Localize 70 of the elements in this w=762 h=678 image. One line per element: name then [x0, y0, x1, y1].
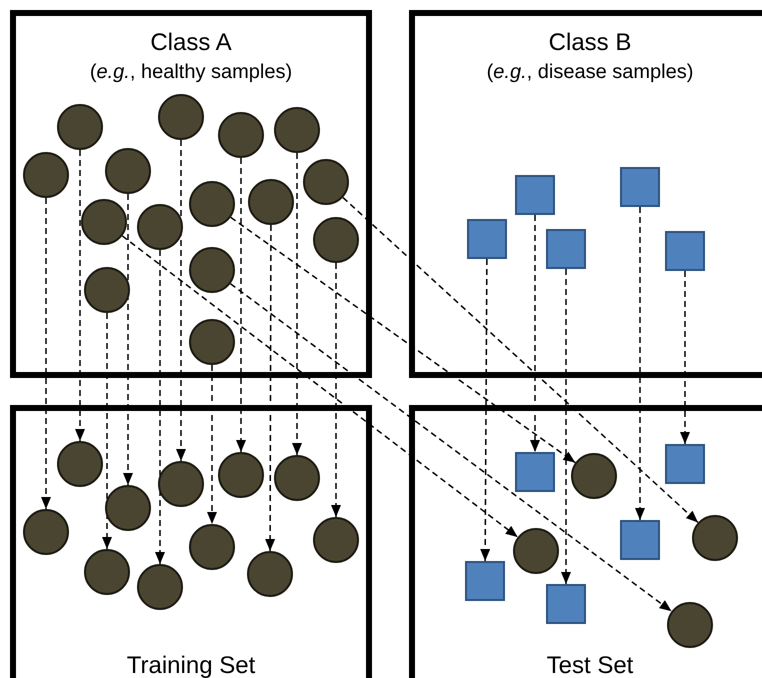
group-panel: [409, 10, 762, 378]
dashed-arrow: [680, 271, 690, 444]
sample-circle: [57, 441, 103, 487]
panel-title: Class B: [548, 28, 632, 58]
group-panel: [10, 405, 372, 678]
sample-square: [620, 167, 660, 207]
panel-title: Class A: [150, 28, 232, 58]
sample-circle: [189, 181, 235, 227]
sample-circle: [248, 179, 294, 225]
dashed-arrow: [480, 259, 490, 561]
sample-circle: [84, 267, 130, 313]
dashed-arrow: [102, 313, 112, 549]
dashed-arrow: [155, 250, 165, 564]
sample-circle: [274, 455, 320, 501]
sample-circle: [23, 509, 69, 555]
dashed-arrow: [331, 263, 341, 517]
group-panel: [10, 10, 372, 378]
sample-circle: [137, 564, 183, 610]
dashed-arrow: [75, 150, 85, 441]
sample-square: [467, 219, 507, 259]
dashed-arrow: [230, 216, 576, 464]
sample-circle: [274, 107, 320, 153]
sample-circle: [81, 199, 127, 245]
sample-circle: [692, 515, 738, 561]
sample-square: [620, 520, 660, 560]
sample-square: [546, 229, 586, 269]
dashed-arrow: [207, 365, 217, 524]
sample-square: [515, 452, 555, 492]
dashed-arrow: [292, 153, 302, 455]
dashed-arrow: [236, 158, 246, 452]
dashed-arrow: [176, 140, 186, 461]
sample-circle: [218, 112, 264, 158]
panel-title: Test Set: [546, 651, 634, 678]
sample-circle: [571, 453, 617, 499]
dashed-arrow: [561, 269, 571, 584]
panel-subtitle: (e.g., healthy samples): [90, 60, 292, 85]
panel-title: Training Set: [126, 651, 256, 678]
sample-circle: [313, 217, 359, 263]
sample-circle: [513, 528, 559, 574]
sample-circle: [313, 517, 359, 563]
dashed-arrow: [530, 215, 540, 452]
dashed-arrow: [635, 207, 645, 520]
sample-square: [515, 175, 555, 215]
sample-circle: [23, 152, 69, 198]
group-panel: [409, 405, 762, 678]
sample-square: [546, 584, 586, 624]
dashed-arrow: [41, 198, 51, 509]
sample-circle: [218, 452, 264, 498]
sample-circle: [105, 485, 151, 531]
sample-circle: [667, 602, 713, 648]
sample-circle: [189, 247, 235, 293]
sample-circle: [57, 104, 103, 150]
panel-subtitle: (e.g., disease samples): [486, 60, 694, 85]
dashed-arrow: [265, 225, 276, 551]
sample-square: [665, 231, 705, 271]
sample-circle: [158, 461, 204, 507]
dashed-arrow: [230, 283, 672, 612]
dashed-arrow: [342, 196, 699, 524]
sample-square: [665, 444, 705, 484]
dashed-arrow: [122, 235, 518, 538]
sample-circle: [189, 319, 235, 365]
sample-circle: [105, 148, 151, 194]
sample-circle: [247, 551, 293, 597]
sample-circle: [189, 524, 235, 570]
dashed-arrow: [123, 194, 133, 485]
sample-circle: [84, 549, 130, 595]
sample-circle: [137, 204, 183, 250]
sample-square: [465, 561, 505, 601]
sample-circle: [303, 159, 349, 205]
sample-circle: [158, 94, 204, 140]
